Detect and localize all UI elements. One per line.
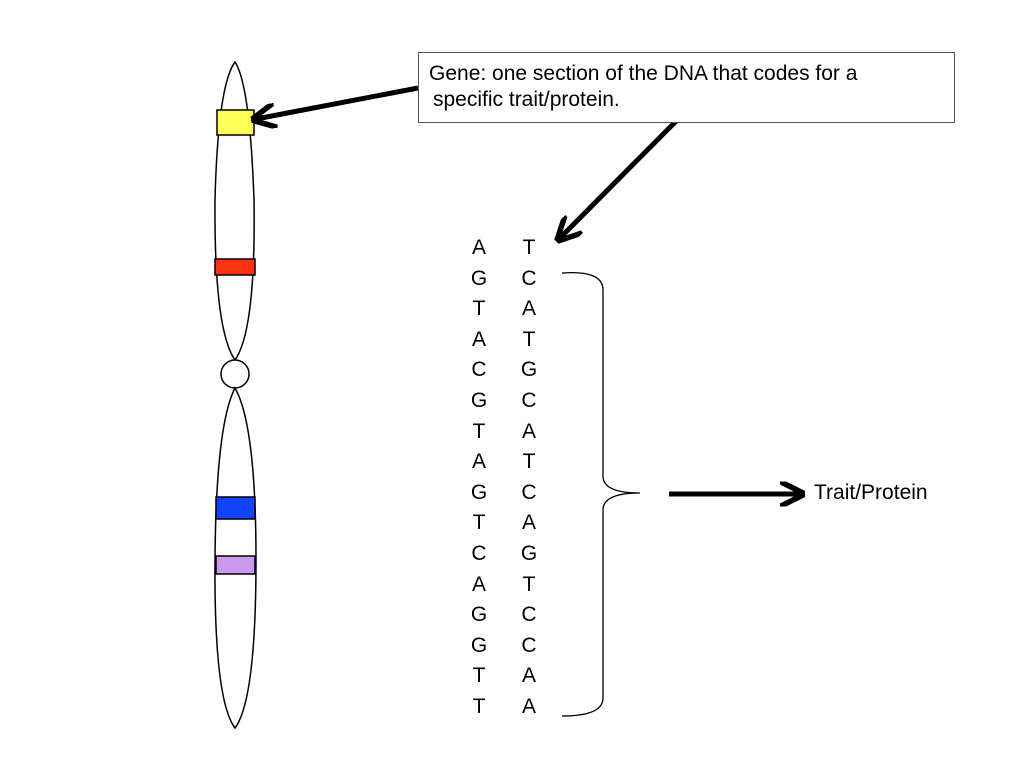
right-strand-base: A — [521, 419, 536, 443]
left-strand-base: G — [470, 389, 488, 412]
left-strand-base: G — [470, 480, 488, 504]
arrow-to-gene-band — [256, 85, 419, 119]
right-strand-base: C — [521, 389, 537, 412]
gene-definition-line-1: Gene: one section of the DNA that codes … — [429, 62, 858, 85]
gene-band-yellow — [216, 109, 255, 136]
gene-band-red — [214, 258, 256, 276]
right-strand-base: C — [521, 266, 537, 290]
sequence-bracket — [561, 271, 641, 717]
right-strand-base: A — [521, 695, 536, 718]
left-strand-base: A — [471, 236, 486, 259]
chromosome-upper-arm — [214, 60, 255, 362]
left-strand-base: T — [472, 664, 486, 688]
right-strand-base: C — [521, 633, 537, 657]
trait-protein-label: Trait/Protein — [814, 481, 928, 504]
gene-definition-line-2: specific trait/protein. — [433, 88, 620, 111]
right-strand-base: A — [521, 511, 536, 535]
right-strand-base: A — [521, 297, 536, 321]
right-strand-base: T — [522, 327, 536, 351]
right-strand-base: C — [521, 480, 537, 504]
right-strand-base: C — [521, 603, 537, 627]
left-strand-base: T — [472, 419, 486, 443]
left-strand-base: G — [470, 633, 488, 657]
right-strand-base: T — [522, 572, 536, 596]
gene-band-blue — [215, 496, 256, 520]
gene-band-purple — [215, 555, 256, 575]
centromere — [220, 359, 250, 389]
left-strand-base: A — [471, 572, 486, 596]
left-strand-base: T — [472, 297, 486, 321]
left-strand-base: T — [472, 511, 486, 535]
left-strand-base: A — [471, 327, 486, 351]
right-strand-base: G — [520, 542, 538, 565]
left-strand-base: C — [471, 542, 487, 565]
left-strand-base: C — [471, 358, 487, 382]
right-strand-base: G — [520, 358, 538, 382]
right-strand-base: T — [522, 236, 536, 259]
left-strand-base: G — [470, 603, 488, 627]
right-strand-base: T — [522, 450, 536, 474]
left-strand-base: T — [472, 695, 486, 718]
left-strand-base: G — [470, 266, 488, 290]
right-strand-base: A — [521, 664, 536, 688]
left-strand-base: A — [471, 450, 486, 474]
gene-definition-box: Gene: one section of the DNA that codes … — [418, 52, 955, 123]
